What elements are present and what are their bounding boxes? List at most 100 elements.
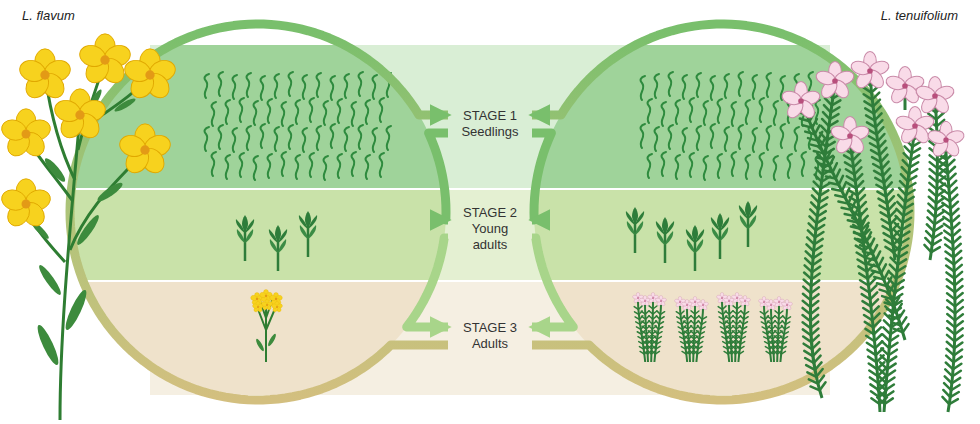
leaf [903, 160, 910, 167]
leaf [811, 202, 818, 209]
leaf [885, 303, 894, 306]
seedling [753, 128, 757, 152]
seedling [739, 72, 743, 96]
seedling [373, 128, 377, 152]
seedling [212, 102, 216, 126]
seedling [641, 76, 645, 100]
seedling [760, 98, 764, 122]
leaf [865, 329, 873, 334]
leaf [891, 258, 898, 265]
leaf [812, 260, 820, 266]
seedling [317, 73, 321, 97]
leaf [950, 392, 959, 397]
leaf [869, 264, 879, 267]
leaf [867, 350, 875, 355]
leaf [947, 314, 955, 320]
leaf [731, 341, 735, 344]
bush-flower [655, 295, 667, 306]
leaf [782, 342, 786, 345]
leaf [894, 245, 901, 252]
leaf [785, 327, 789, 329]
leaf [644, 345, 647, 349]
leaf [829, 183, 839, 185]
leaf [890, 336, 898, 341]
leaf [947, 300, 955, 306]
cycle-arrow [70, 24, 448, 400]
leaf [947, 293, 955, 299]
leaf [812, 342, 819, 349]
leaf [813, 253, 821, 259]
leaf [867, 343, 875, 348]
stage-label: STAGE 3Adults [451, 317, 529, 355]
seedling [282, 102, 286, 126]
leaf [945, 245, 953, 251]
leaf [815, 362, 822, 370]
leaf [680, 311, 684, 314]
leaf [866, 336, 874, 341]
seedling [718, 154, 722, 178]
leaf [638, 306, 642, 309]
leaf [892, 231, 899, 238]
leaf [879, 383, 886, 390]
leaf [882, 219, 891, 224]
leaf [736, 346, 740, 349]
leaf [810, 386, 819, 390]
leaf [778, 341, 782, 344]
stage-number: STAGE 2 [453, 205, 527, 221]
leaf [888, 203, 895, 210]
leaf [929, 176, 937, 182]
leaf [891, 224, 898, 231]
leaf [946, 252, 954, 258]
leaf [954, 272, 962, 278]
leaf [857, 253, 866, 258]
leaf [895, 280, 903, 285]
seedling [233, 128, 237, 152]
leaf [815, 175, 822, 182]
leaf [690, 351, 694, 354]
leaf [737, 306, 741, 309]
leaf [643, 340, 646, 344]
cycle-arrow [407, 238, 448, 327]
leaf [829, 121, 838, 126]
leaf [946, 356, 953, 363]
seedling [788, 154, 792, 178]
leaf [810, 308, 818, 314]
leaf [930, 162, 938, 168]
leaf [869, 278, 876, 285]
leaf [872, 157, 881, 162]
leaf [945, 376, 952, 383]
seedling [683, 128, 687, 152]
leaf [807, 372, 816, 376]
leaf [824, 105, 831, 112]
seedling [212, 152, 216, 176]
leaf [872, 313, 879, 320]
leaf [905, 197, 914, 202]
leaf [685, 340, 688, 344]
leaf [875, 178, 884, 183]
leaf [803, 315, 811, 321]
seedling [697, 126, 701, 150]
seedling [261, 76, 265, 100]
leaf [937, 176, 945, 182]
seedling [205, 127, 209, 151]
leaf [847, 176, 856, 181]
leaf [814, 356, 821, 363]
leaf [808, 230, 815, 237]
leaf [879, 369, 886, 376]
leaf [731, 346, 735, 349]
leaf [846, 169, 855, 174]
seedling [205, 74, 209, 98]
leaf [820, 190, 829, 195]
leaf [814, 182, 821, 189]
leaf [857, 239, 867, 241]
leaf [817, 211, 825, 216]
seedling [268, 154, 272, 178]
leaf [901, 174, 908, 181]
leaf [951, 209, 958, 216]
leaf [950, 195, 957, 202]
leaf [948, 167, 955, 174]
bush-flower [697, 299, 709, 310]
leaf [911, 155, 920, 160]
leaf [870, 377, 878, 383]
leaf [823, 112, 830, 119]
